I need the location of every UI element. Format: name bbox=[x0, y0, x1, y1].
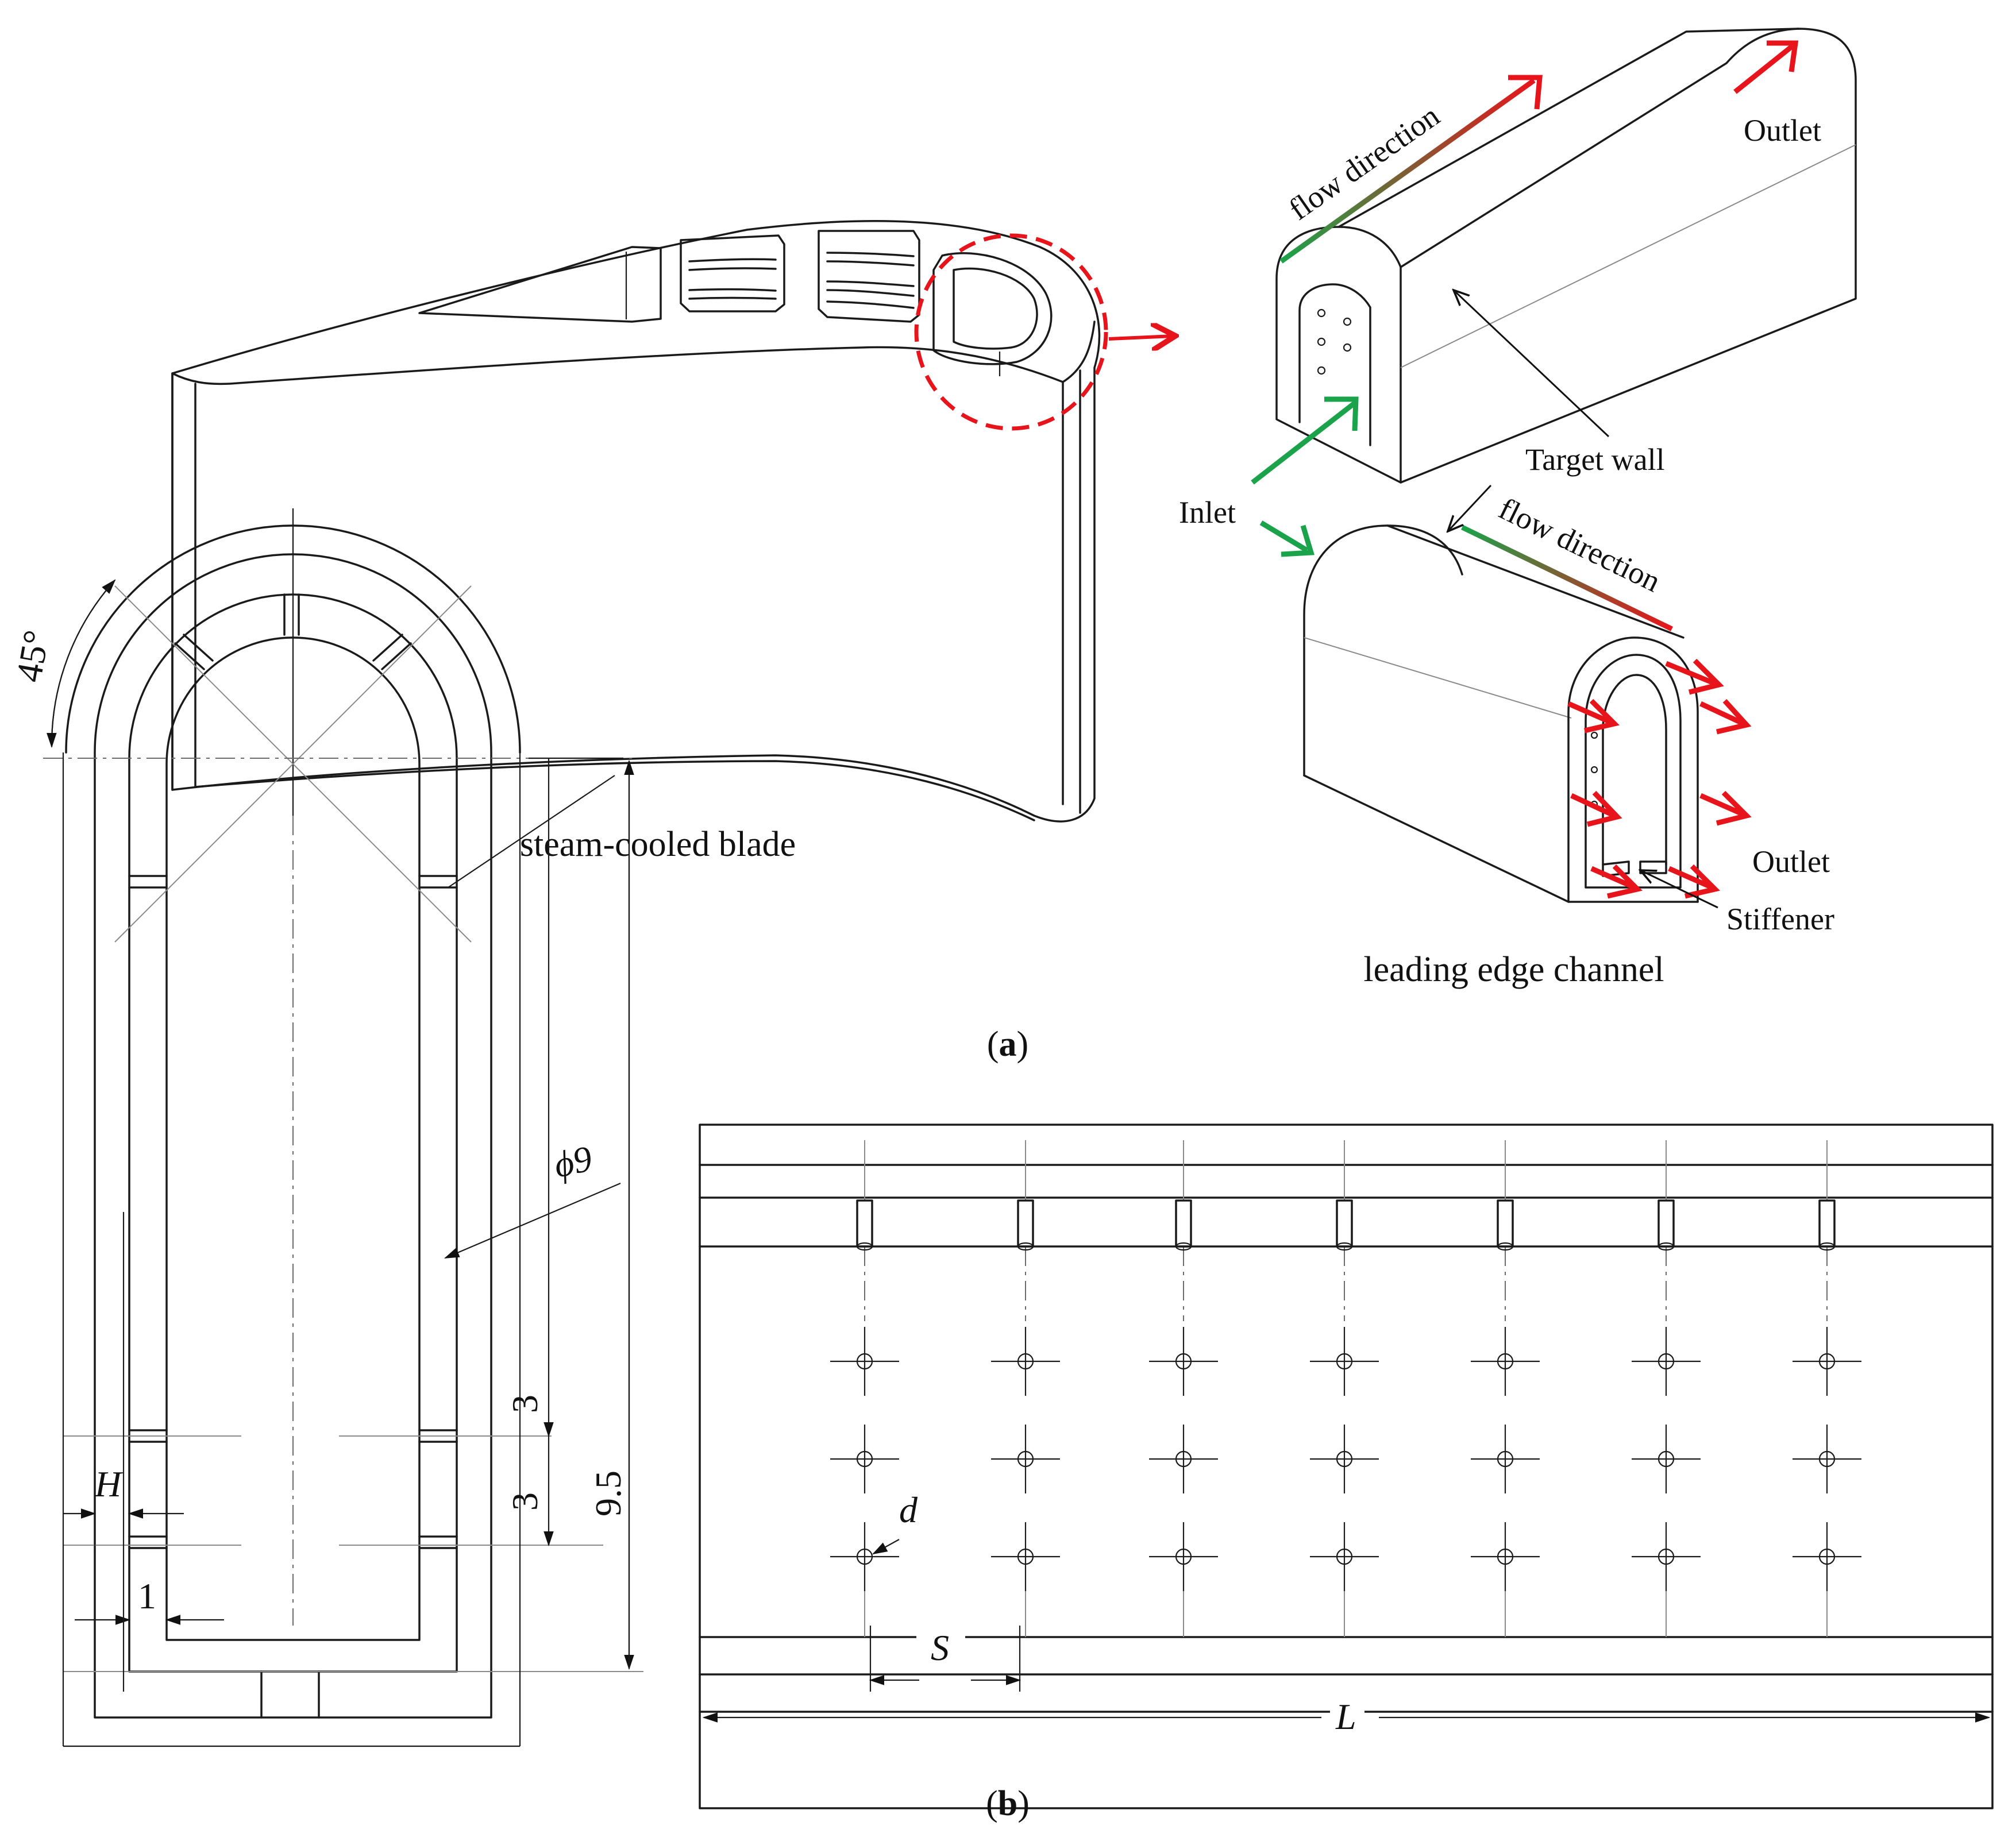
hole-stub bbox=[1017, 1199, 1034, 1248]
steam-cooled-blade-drawing bbox=[171, 220, 1101, 823]
leading-edge-highlight-circle bbox=[914, 233, 1108, 431]
inlet-arrowhead-bottom bbox=[1281, 524, 1315, 557]
impingement-hole bbox=[1818, 1450, 1836, 1468]
outlet-arrow-top bbox=[1733, 44, 1794, 94]
hole-stub bbox=[1818, 1199, 1836, 1248]
impingement-hole bbox=[1657, 1548, 1675, 1565]
dimension-H: H bbox=[94, 1464, 124, 1504]
dimension-3-lower: 3 bbox=[504, 1492, 545, 1511]
stiffener-pointer bbox=[1640, 870, 1718, 909]
outlet-label-top: Outlet bbox=[1744, 113, 1821, 148]
outlet-arrowhead-top bbox=[1767, 40, 1799, 72]
hole-grid bbox=[830, 1140, 1861, 1637]
stiffener-label: Stiffener bbox=[1726, 902, 1834, 936]
dimension-d: d bbox=[899, 1489, 918, 1530]
hole-stub-end bbox=[1017, 1242, 1034, 1251]
target-wall-pointer bbox=[1454, 290, 1610, 438]
angle-dimension: 45° bbox=[8, 627, 57, 685]
inlet-arrow-top bbox=[1251, 400, 1358, 485]
hole-stub bbox=[1657, 1199, 1675, 1248]
channel-target-wall-view bbox=[1275, 28, 1857, 484]
flow-gradient-arrow-top bbox=[1279, 78, 1536, 264]
dimension-1: 1 bbox=[138, 1576, 156, 1616]
inlet-label: Inlet bbox=[1179, 495, 1236, 530]
outlet-arrows-bottom bbox=[1567, 658, 1752, 899]
impingement-hole bbox=[1818, 1353, 1836, 1370]
dimension-L: L bbox=[1335, 1696, 1356, 1737]
hole-stub bbox=[856, 1199, 873, 1248]
inlet-arrow-bottom bbox=[1259, 520, 1309, 553]
channel-label: leading edge channel bbox=[1363, 950, 1664, 989]
panel-b-hole-layout: d S L bbox=[699, 1124, 1994, 1809]
impingement-hole bbox=[856, 1548, 873, 1565]
hole-stub-end bbox=[1657, 1242, 1675, 1251]
panel-a: steam-cooled blade flow direction Outlet… bbox=[171, 28, 1857, 1064]
impingement-hole bbox=[1657, 1450, 1675, 1468]
impingement-hole bbox=[1818, 1548, 1836, 1565]
impingement-hole bbox=[1175, 1450, 1192, 1468]
impingement-hole bbox=[1017, 1450, 1034, 1468]
zoom-arrow bbox=[1108, 336, 1172, 339]
flow-gradient-arrowhead-top bbox=[1508, 75, 1543, 110]
panel-a-caption: (a) bbox=[987, 1025, 1028, 1064]
impingement-hole bbox=[1017, 1548, 1034, 1565]
hole-stub bbox=[1175, 1199, 1192, 1248]
dimension-S: S bbox=[931, 1627, 949, 1668]
diameter-dimension: ϕ9 bbox=[550, 1138, 595, 1186]
impingement-hole bbox=[1497, 1548, 1514, 1565]
dimension-9-5: 9.5 bbox=[588, 1470, 629, 1516]
impingement-hole bbox=[1336, 1548, 1353, 1565]
channel-stiffener-view bbox=[1303, 524, 1699, 903]
inlet-arrowhead-top bbox=[1324, 396, 1359, 431]
hole-stub-end bbox=[856, 1242, 873, 1251]
impingement-hole bbox=[1497, 1353, 1514, 1370]
impingement-hole bbox=[1657, 1353, 1675, 1370]
impingement-hole bbox=[1336, 1450, 1353, 1468]
hole-stub-end bbox=[1818, 1242, 1836, 1251]
hole-stub-end bbox=[1175, 1242, 1192, 1251]
impingement-hole bbox=[856, 1450, 873, 1468]
target-wall-pointer-bottom bbox=[1448, 484, 1492, 531]
dimension-3-upper: 3 bbox=[504, 1395, 545, 1413]
blade-label: steam-cooled blade bbox=[520, 825, 796, 864]
impingement-hole bbox=[1497, 1450, 1514, 1468]
panel-b-caption: (b) bbox=[986, 1784, 1030, 1823]
impingement-hole bbox=[1336, 1353, 1353, 1370]
hole-stub bbox=[1336, 1199, 1353, 1248]
hole-stub-end bbox=[1336, 1242, 1353, 1251]
impingement-hole bbox=[1017, 1353, 1034, 1370]
hole-stub bbox=[1497, 1199, 1514, 1248]
panel-b-cross-section: 45° ϕ9 3 3 9.5 H 1 bbox=[8, 508, 643, 1747]
target-wall-label: Target wall bbox=[1525, 442, 1665, 477]
hole-stub-end bbox=[1497, 1242, 1514, 1251]
impingement-hole bbox=[1175, 1548, 1192, 1565]
outlet-label-bottom: Outlet bbox=[1752, 844, 1830, 879]
flow-gradient-arrow-bottom bbox=[1461, 524, 1673, 632]
impingement-hole bbox=[1175, 1353, 1192, 1370]
impingement-hole bbox=[856, 1353, 873, 1370]
